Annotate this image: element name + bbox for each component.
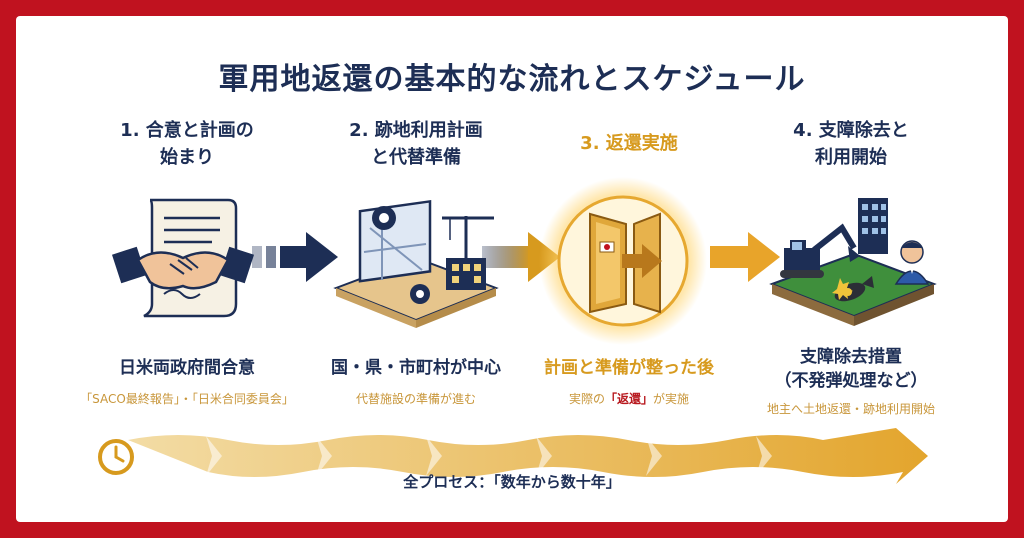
step-1-main-label: 日米両政府間合意: [72, 356, 302, 380]
step-1-sub-text: 「SACO最終報告」・「日米合同委員会」: [80, 392, 294, 406]
handshake-document-icon: [112, 198, 254, 318]
step-2-title-line-2: と代替準備: [371, 147, 461, 168]
step-2-title-line-1: 2. 跡地利用計画: [349, 120, 483, 141]
step-1-title-line-1: 1. 合意と計画の: [120, 120, 254, 141]
step-4-sub-label: 地主へ土地返還・跡地利用開始: [731, 401, 971, 417]
step-3-sub-text-1: 実際の: [568, 392, 605, 406]
timeline-ribbon: [128, 428, 928, 484]
step-4-main-label: 支障除去措置 （不発弾処理など）: [736, 345, 966, 393]
step-3-main-label: 計画と準備が整った後: [514, 356, 744, 380]
infographic-panel: 軍用地返還の基本的な流れとスケジュール 1. 合意と計画の 始まり 2. 跡地利…: [16, 16, 1008, 522]
step-4-title-line-1: 4. 支障除去と: [793, 120, 909, 141]
step-1-sub-label: 「SACO最終報告」・「日米合同委員会」: [67, 391, 307, 407]
step-1-title-line-2: 始まり: [160, 147, 214, 168]
step-4-title-line-2: 利用開始: [815, 147, 887, 168]
step-4-title: 4. 支障除去と 利用開始: [751, 117, 951, 171]
step-3-sub-label: 実際の「返還」が実施: [509, 391, 749, 407]
step-4-main-line-1: 支障除去措置: [800, 347, 902, 367]
step-3-main-line-1: 計画と準備が整った後: [544, 358, 714, 378]
step-2-title: 2. 跡地利用計画 と代替準備: [316, 117, 516, 171]
step-2-main-label: 国・県・市町村が中心: [301, 356, 531, 380]
clock-icon: [98, 439, 134, 475]
step-2-sub-label: 代替施設の準備が進む: [296, 391, 536, 407]
step-2-sub-text: 代替施設の準備が進む: [355, 392, 476, 406]
step-1-title: 1. 合意と計画の 始まり: [87, 117, 287, 171]
step-1-main-line-1: 日米両政府間合意: [119, 358, 255, 378]
step-3-title: 3. 返還実施: [529, 130, 729, 157]
arrow-right-icon: [252, 232, 338, 282]
step-3-sub-emphasis: 「返還」: [604, 392, 653, 406]
page-title: 軍用地返還の基本的な流れとスケジュール: [218, 62, 806, 97]
excavator-bomb-icon: [769, 198, 937, 326]
arrow-right-icon: [710, 232, 780, 282]
step-2-main-line-1: 国・県・市町村が中心: [331, 358, 501, 378]
step-4-main-line-2: （不発弾処理など）: [774, 371, 928, 391]
step-3-title-line-1: 3. 返還実施: [580, 133, 678, 154]
timeline-label: 全プロセス：「数年から数十年」: [403, 473, 621, 491]
opening-door-icon: [539, 177, 707, 345]
step-4-sub-text: 地主へ土地返還・跡地利用開始: [766, 402, 935, 416]
step-3-sub-text-2: が実施: [653, 392, 690, 406]
city-plan-crane-icon: [333, 199, 499, 328]
